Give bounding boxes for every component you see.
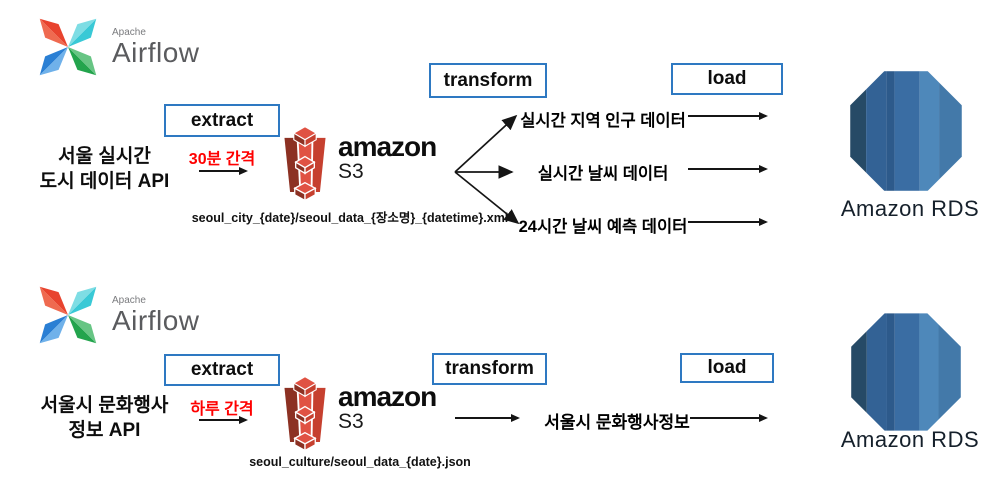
amazon-brand-label: amazon	[338, 381, 437, 412]
branch-label: 실시간 지역 인구 데이터	[520, 112, 686, 130]
rds-database-icon	[850, 71, 962, 191]
load-arrow	[690, 414, 768, 422]
extract-box: extract	[164, 354, 280, 386]
branch-label: 서울시 문화행사정보	[544, 413, 690, 432]
extract-box: extract	[164, 104, 280, 137]
extract-label: extract	[190, 109, 254, 131]
amazon-s3-logo: amazon S3	[338, 381, 437, 434]
s3-product-label: S3	[338, 160, 364, 183]
load-arrow	[688, 165, 768, 173]
load-label: load	[707, 68, 747, 89]
transform-label: transform	[445, 358, 534, 379]
branch-label: 24시간 날씨 예측 데이터	[518, 218, 688, 236]
transform-box: transform	[432, 353, 547, 385]
apache-label: Apache	[112, 295, 146, 306]
amazon-s3-logo: amazon S3	[338, 131, 437, 184]
airflow-label: Airflow	[112, 305, 200, 336]
airflow-logo: Apache Airflow	[33, 12, 200, 82]
rds-label: Amazon RDS	[840, 196, 980, 221]
s3-path-caption: seoul_city_{date}/seoul_data_{장소명}_{date…	[191, 211, 509, 225]
extract-arrow	[199, 416, 248, 424]
amazon-brand-label: amazon	[338, 131, 437, 162]
airflow-label: Airflow	[112, 37, 200, 68]
s3-bucket-icon	[284, 376, 326, 452]
s3-path-caption: seoul_culture/seoul_data_{date}.json	[249, 455, 471, 469]
s3-product-label: S3	[338, 410, 364, 433]
rds-database-icon	[851, 313, 961, 431]
apache-label: Apache	[112, 27, 146, 38]
extract-arrow	[199, 167, 248, 175]
airflow-wordmark: Apache Airflow	[112, 27, 200, 67]
airflow-pinwheel-icon	[39, 286, 97, 344]
rds-label: Amazon RDS	[840, 427, 980, 452]
extract-label: extract	[190, 359, 254, 380]
airflow-wordmark: Apache Airflow	[112, 295, 200, 335]
interval-label: 하루 간격	[190, 401, 254, 418]
transform-arrow	[455, 414, 520, 422]
transform-box: transform	[429, 63, 547, 98]
source-api-title: 서울시 문화행사 정보 API	[40, 395, 169, 441]
load-box: load	[680, 353, 774, 383]
load-arrow	[688, 112, 768, 120]
load-box: load	[671, 63, 783, 95]
airflow-pinwheel-icon	[39, 18, 97, 76]
source-api-title: 서울 실시간 도시 데이터 API	[39, 146, 170, 192]
fanout-arrows	[454, 114, 520, 225]
load-label: load	[707, 357, 747, 378]
interval-label: 30분 간격	[188, 151, 256, 168]
airflow-logo: Apache Airflow	[33, 280, 200, 350]
load-arrow	[688, 218, 768, 226]
transform-label: transform	[443, 69, 533, 91]
s3-bucket-icon	[284, 126, 326, 202]
branch-label: 실시간 날씨 데이터	[537, 165, 669, 183]
